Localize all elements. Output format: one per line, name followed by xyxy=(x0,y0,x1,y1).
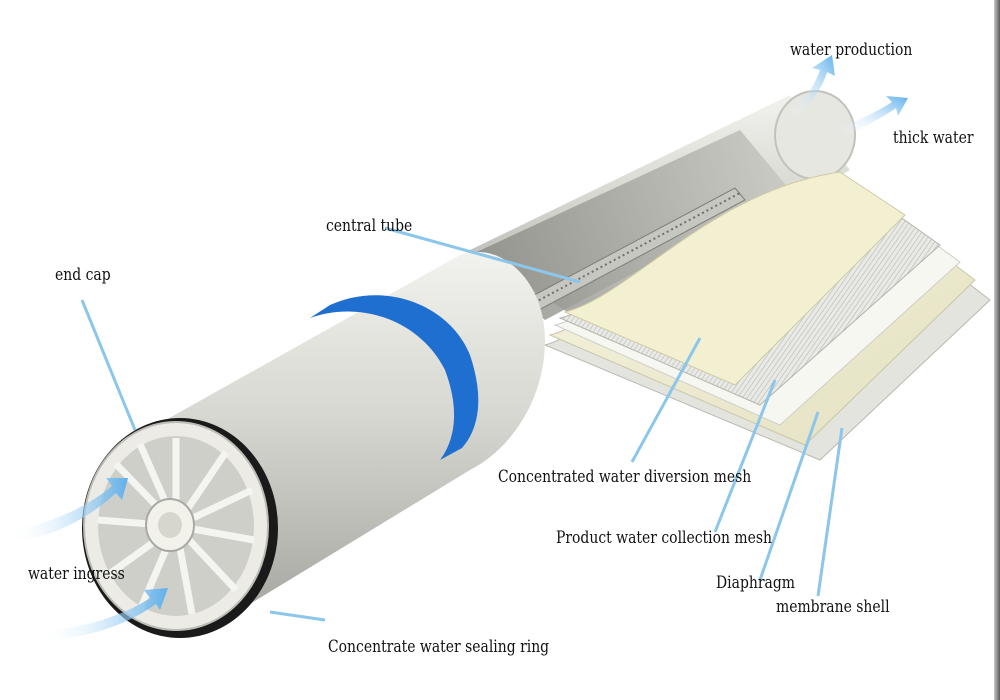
label-end-cap: end cap xyxy=(55,265,111,285)
blue-band xyxy=(310,295,479,460)
label-product-water-collection-mesh: Product water collection mesh xyxy=(556,528,773,548)
label-central-tube: central tube xyxy=(326,216,413,236)
label-concentrated-water-diversion-mesh: Concentrated water diversion mesh xyxy=(498,467,752,487)
label-water-production: water production xyxy=(790,40,913,60)
label-diaphragm: Diaphragm xyxy=(716,573,795,593)
membrane-layers xyxy=(543,171,991,461)
end-cap-spokes-icon xyxy=(82,418,278,638)
label-water-ingress: water ingress xyxy=(28,564,125,584)
flow-arrow-icon xyxy=(10,55,908,640)
label-thick-water: thick water xyxy=(893,128,974,148)
label-concentrate-water-sealing-ring: Concentrate water sealing ring xyxy=(328,637,550,657)
label-membrane-shell: membrane shell xyxy=(776,597,890,617)
leader-lines xyxy=(80,226,844,622)
right-edge-frame xyxy=(994,0,1000,700)
